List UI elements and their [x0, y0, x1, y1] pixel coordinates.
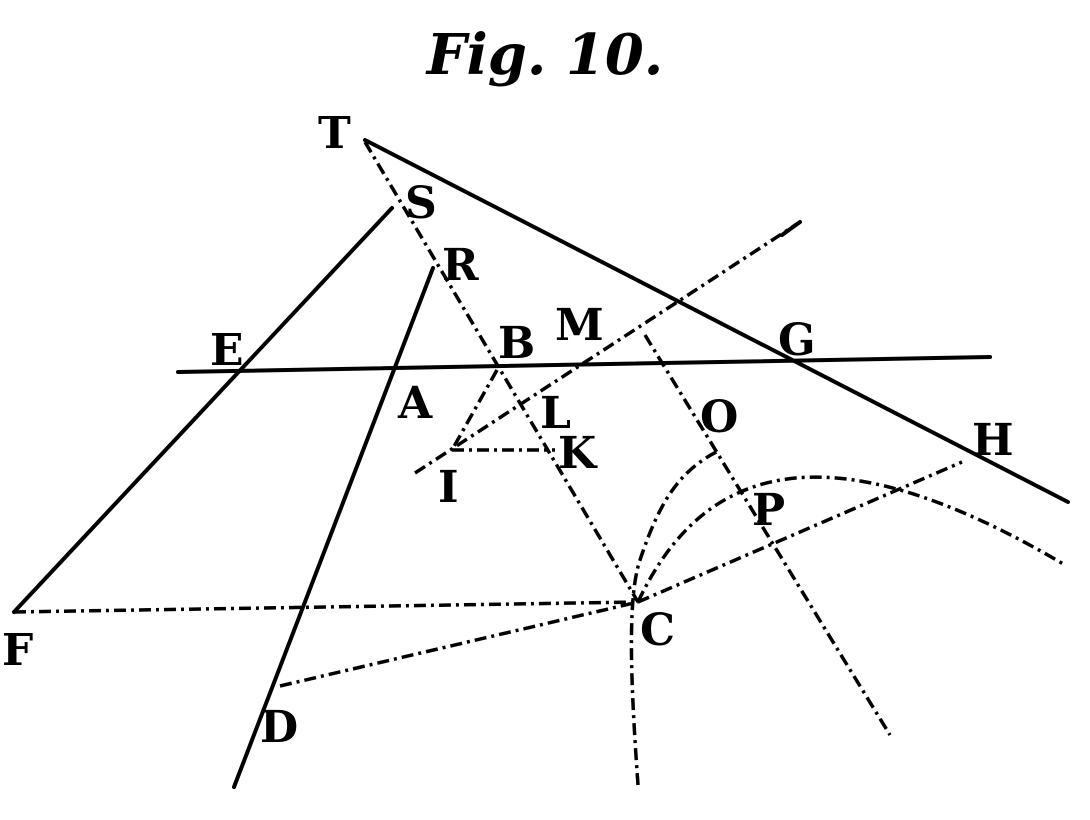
- line-T-C: [363, 141, 640, 603]
- line-T-H: [363, 138, 1070, 504]
- point-label-M: M: [555, 300, 604, 351]
- point-label-F: F: [2, 625, 33, 676]
- point-label-D: D: [260, 702, 298, 753]
- line-R-D: [232, 266, 435, 789]
- point-label-I: I: [438, 462, 459, 513]
- point-label-E: E: [210, 325, 244, 376]
- line-I-M: [414, 220, 801, 475]
- point-label-P: P: [752, 485, 785, 536]
- point-label-O: O: [700, 392, 738, 443]
- curve-C-O-P: [636, 475, 1066, 603]
- point-label-C: C: [640, 605, 675, 656]
- point-label-L: L: [540, 388, 571, 439]
- point-label-B: B: [498, 318, 535, 369]
- line-M-P: [643, 334, 892, 736]
- figure-title: Fig. 10.: [426, 22, 664, 88]
- point-label-T: T: [318, 108, 351, 159]
- line-D-C: [279, 600, 639, 688]
- line-S-F: [12, 206, 394, 614]
- point-label-R: R: [442, 240, 479, 291]
- point-label-K: K: [558, 428, 598, 479]
- point-label-H: H: [972, 415, 1014, 466]
- point-label-A: A: [397, 378, 433, 429]
- line-C-H: [637, 460, 963, 604]
- point-label-G: G: [778, 315, 816, 366]
- line-B-I: [450, 369, 499, 451]
- point-label-S: S: [405, 178, 437, 229]
- line-F-C: [13, 600, 639, 614]
